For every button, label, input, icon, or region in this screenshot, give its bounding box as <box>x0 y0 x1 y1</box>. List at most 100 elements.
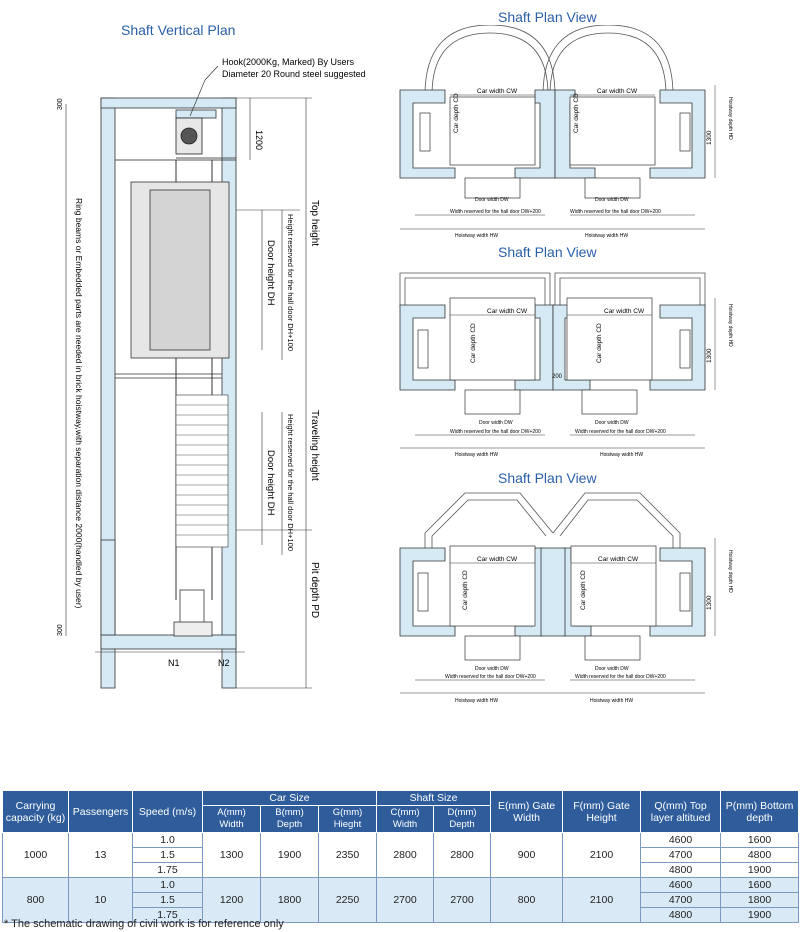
car-width-label-2b: Car width CW <box>604 308 645 315</box>
cell-a-width: 1300 <box>202 832 261 878</box>
hoistway-depth-label-3: Hoistway depth HD <box>727 550 733 593</box>
header-speed: Speed (m/s) <box>132 790 203 833</box>
footnote: * The schematic drawing of civil work is… <box>4 918 284 930</box>
vertical-plan-title: Shaft Vertical Plan <box>121 22 236 38</box>
cell-d-depth: 2800 <box>433 832 492 878</box>
header-capacity: Carrying capacity (kg) <box>2 790 69 833</box>
cell-bottom-depth: 1600 <box>720 832 800 848</box>
n2-label: N2 <box>218 658 230 668</box>
pit-depth-label: Pit depth PD <box>309 562 320 618</box>
cell-top-layer: 4600 <box>640 832 722 848</box>
hall-door-reserved-2: Height reserved for the hall door DH+100 <box>286 414 295 551</box>
cell-gate-height: 2100 <box>562 832 642 878</box>
hall-door-width-label-1b: Width reserved for the hall door DW+200 <box>570 209 661 215</box>
hall-door-width-label-3b: Width reserved for the hall door DW+200 <box>575 674 666 680</box>
hoistway-width-label-2b: Hoistway width HW <box>600 452 643 458</box>
cell-speed: 1.75 <box>132 907 203 923</box>
door-width-label-1a: Door width DW <box>475 197 509 203</box>
cell-top-layer: 4800 <box>640 862 722 878</box>
car-width-label-1b: Car width CW <box>597 88 638 95</box>
cell-gate-width: 900 <box>490 832 564 878</box>
hoistway-depth-label-2: Hoistway depth HD <box>727 304 733 347</box>
header-bottom-depth: P(mm) Bottom depth <box>720 790 800 833</box>
car-width-label-2a: Car width CW <box>487 308 528 315</box>
plan-view-title-3: Shaft Plan View <box>498 470 597 486</box>
door-width-label-3a: Door width DW <box>475 666 509 672</box>
hoistway-width-label-1a: Hoistway width HW <box>455 233 498 239</box>
cell-speed: 1.0 <box>132 877 203 893</box>
header-b-depth: B(mm) Depth <box>260 805 319 833</box>
cell-top-layer: 4700 <box>640 847 722 863</box>
cell-c-width: 2700 <box>376 877 435 923</box>
cell-passengers: 10 <box>68 877 133 923</box>
door-width-label-2a: Door width DW <box>479 420 513 426</box>
table-row: 1000 13 1.0 1300 1900 2350 2800 2800 900… <box>2 832 800 878</box>
car-width-label-3a: Car width CW <box>477 556 518 563</box>
shaft-vertical-plan: Hook(2000Kg, Marked) By Users Diameter 2… <box>57 57 366 689</box>
shaft-plan-view-1: Car width CW Car width CW Car depth CD C… <box>399 25 733 239</box>
door-width-label-3b: Door width DW <box>595 666 629 672</box>
header-d-depth: D(mm) Depth <box>433 805 492 833</box>
shaft-plan-view-2: Car width CW Car width CW Car depth CD C… <box>399 272 733 458</box>
traction-machine <box>115 117 236 161</box>
car-width-label-1a: Car width CW <box>477 88 518 95</box>
table-header-row: Carrying capacity (kg) Passengers Speed … <box>2 790 800 833</box>
n1-label: N1 <box>168 658 180 668</box>
header-gate-width: E(mm) Gate Width <box>490 790 564 833</box>
cell-gate-width: 800 <box>490 877 564 923</box>
dim-300-top: 300 <box>57 98 64 110</box>
cell-bottom-depth: 1600 <box>720 877 800 893</box>
dim-1200: 1200 <box>254 130 264 150</box>
header-a-width: A(mm) Width <box>202 805 261 833</box>
cell-capacity: 800 <box>2 877 69 923</box>
hook-label-1: Hook(2000Kg, Marked) By Users <box>222 57 355 67</box>
cell-gate-height: 2100 <box>562 877 642 923</box>
ring-beams-note: Ring beams or Embedded parts are needed … <box>74 198 84 609</box>
hoistway-width-label-3a: Hoistway width HW <box>455 698 498 704</box>
cell-capacity: 1000 <box>2 832 69 878</box>
shaft-plan-view-3: Car width CW Car width CW Car depth CD C… <box>399 492 733 704</box>
cell-c-width: 2800 <box>376 832 435 878</box>
cell-speed: 1.75 <box>132 862 203 878</box>
top-height-label: Top height <box>309 200 320 246</box>
car-depth-label-1a: Car depth CD <box>453 93 460 133</box>
cell-speed: 1.5 <box>132 847 203 863</box>
header-car-size: Car Size <box>201 790 378 806</box>
cell-a-width: 1200 <box>202 877 261 923</box>
plan-view-title-2: Shaft Plan View <box>498 244 597 260</box>
car-depth-label-2a: Car depth CD <box>470 323 477 363</box>
hoistway-width-label-1b: Hoistway width HW <box>585 233 628 239</box>
spec-table: Carrying capacity (kg) Passengers Speed … <box>2 790 800 923</box>
traveling-height-label: Traveling height <box>309 410 320 481</box>
hook-label-2: Diameter 20 Round steel suggested <box>222 69 366 79</box>
cell-top-layer: 4700 <box>640 892 722 908</box>
cell-top-layer: 4600 <box>640 877 722 893</box>
header-g-height: G(mm) Hieght <box>317 805 378 833</box>
cell-bottom-depth: 1800 <box>720 892 800 908</box>
table-subheader-row: A(mm) Width B(mm) Depth G(mm) Hieght C(m… <box>3 805 799 833</box>
cell-top-layer: 4800 <box>640 907 722 923</box>
table-row: 800 10 1.0 1200 1800 2250 2700 2700 800 … <box>2 877 800 923</box>
door-height-label-1: Door height DH <box>265 240 276 306</box>
car-depth-label-1b: Car depth CD <box>573 93 580 133</box>
car-width-label-3b: Car width CW <box>598 556 639 563</box>
dim-200: 200 <box>552 374 563 380</box>
cell-b-depth: 1800 <box>260 877 319 923</box>
header-top-layer: Q(mm) Top layer altitued <box>640 790 722 833</box>
door-width-label-2b: Door width DW <box>595 420 629 426</box>
dim-1300-3: 1300 <box>706 595 713 610</box>
cell-speed: 1.0 <box>132 832 203 848</box>
car-depth-label-2b: Car depth CD <box>596 323 603 363</box>
pit-buffer <box>173 589 213 637</box>
hall-door-width-label-2a: Width reserved for the hall door DW+200 <box>450 429 541 435</box>
cell-bottom-depth: 1900 <box>720 907 800 923</box>
dim-1300-1: 1300 <box>706 130 713 145</box>
hoistway-width-label-3b: Hoistway width HW <box>590 698 633 704</box>
plan-view-title-1: Shaft Plan View <box>498 9 597 25</box>
header-passengers: Passengers <box>68 790 133 833</box>
hoistway-depth-label-1: Hoistway depth HD <box>727 97 733 140</box>
hall-door-reserved-1: Height reserved for the hall door DH+100 <box>286 214 295 351</box>
header-gate-height: F(mm) Gate Height <box>562 790 642 833</box>
cell-speed: 1.5 <box>132 892 203 908</box>
door-width-label-1b: Door width DW <box>595 197 629 203</box>
